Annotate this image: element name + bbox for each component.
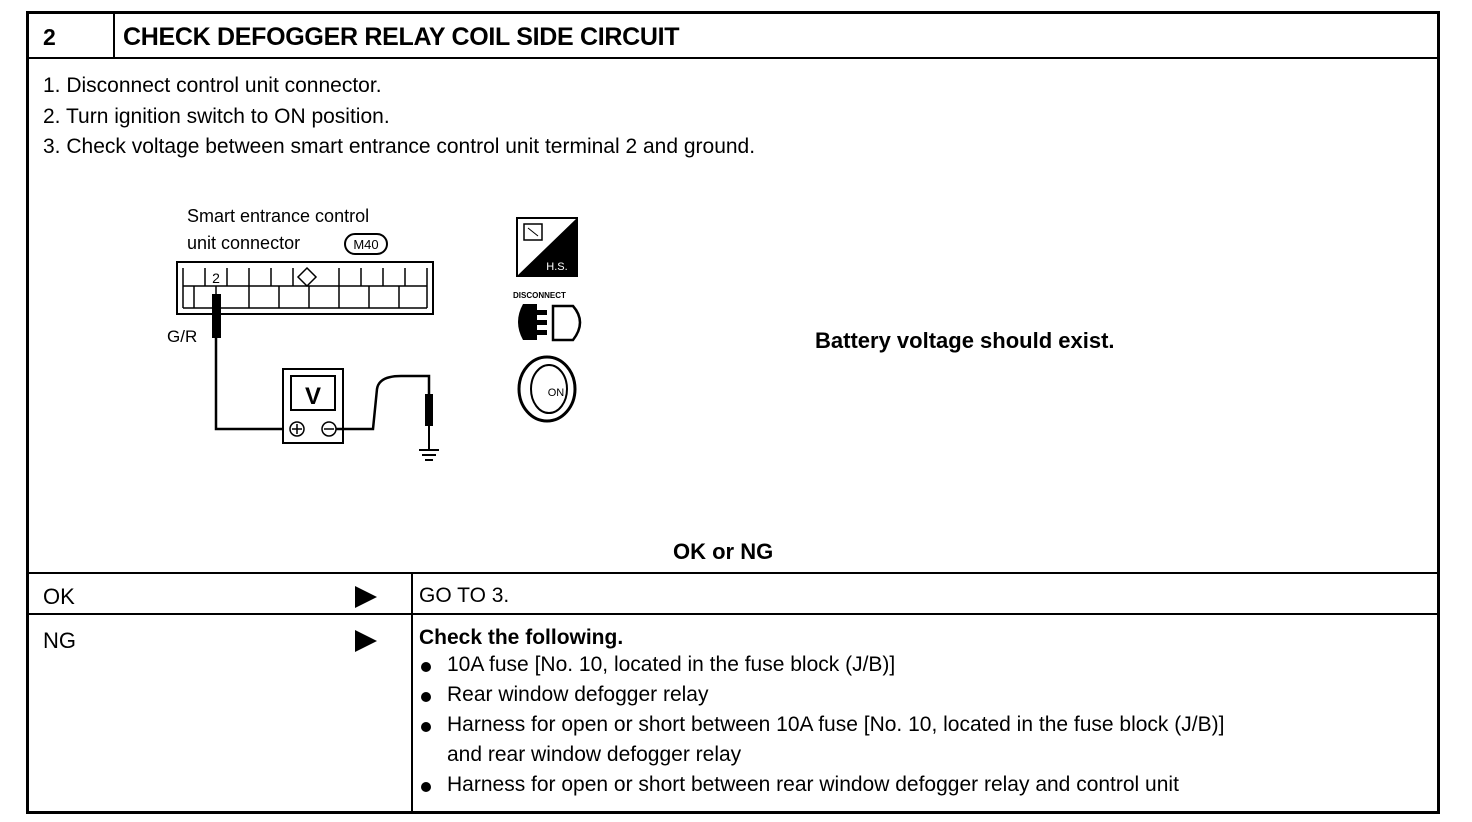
connector-diagram: Smart entrance control unit connector M4… [167, 206, 439, 461]
ng-check-item-continuation: and rear window defogger relay [447, 743, 742, 766]
disconnect-label: DISCONNECT [513, 291, 566, 300]
ng-check-item: Harness for open or short between 10A fu… [419, 710, 1224, 770]
connector-label-line2: unit connector [187, 233, 300, 253]
test-lead-positive [214, 338, 283, 431]
connector-body [176, 261, 434, 315]
ng-heading: Check the following. [419, 626, 624, 649]
harness-side-icon: H.S. [516, 217, 578, 277]
procedure-frame: 2 CHECK DEFOGGER RELAY COIL SIDE CIRCUIT… [26, 11, 1440, 814]
connector-terminal-grid [182, 266, 428, 309]
ignition-on-label: ON [548, 387, 565, 399]
wire-color-label: G/R [167, 327, 197, 346]
harness-side-label: H.S. [546, 261, 567, 273]
ng-action: Check the following. 10A fuse [No. 10, l… [419, 626, 1224, 800]
ng-label: NG [43, 628, 76, 653]
connector-id-badge [344, 233, 388, 255]
plus-terminal-icon [289, 421, 305, 437]
table-divider [29, 572, 1437, 574]
probe-negative [425, 394, 433, 426]
connector-id: M40 [353, 237, 378, 252]
step-title: CHECK DEFOGGER RELAY COIL SIDE CIRCUIT [123, 23, 680, 51]
ignition-on-icon: ON [517, 355, 577, 423]
condition-icons: H.S. DISCONNECT ON [513, 217, 582, 423]
expected-result: Battery voltage should exist. [815, 328, 1115, 353]
ground-icon [419, 449, 439, 461]
decision-prompt: OK or NG [673, 539, 774, 564]
ng-arrow-icon [355, 630, 377, 652]
terminal-number: 2 [212, 270, 220, 286]
test-lead-negative [336, 374, 431, 431]
ok-label: OK [43, 584, 75, 609]
disconnect-icon [518, 304, 582, 342]
ng-check-item: Harness for open or short between rear w… [419, 770, 1224, 800]
ng-check-item: 10A fuse [No. 10, located in the fuse bl… [419, 650, 1224, 680]
table-divider [29, 613, 1437, 615]
voltmeter-symbol: V [305, 383, 321, 410]
probe-positive [212, 294, 221, 338]
ok-arrow-icon [355, 586, 377, 608]
connector-label-line1: Smart entrance control [187, 206, 369, 226]
ng-check-item: Rear window defogger relay [419, 680, 1224, 710]
instruction-step-2: 2. Turn ignition switch to ON position. [43, 104, 390, 128]
instruction-list: 1. Disconnect control unit connector. 2.… [43, 71, 755, 163]
step-number: 2 [29, 14, 115, 57]
ng-check-item-text: Harness for open or short between 10A fu… [447, 713, 1225, 736]
ok-action: GO TO 3. [419, 584, 510, 607]
voltmeter-body [282, 368, 344, 444]
step-header: 2 CHECK DEFOGGER RELAY COIL SIDE CIRCUIT [29, 14, 1437, 59]
ng-check-list: 10A fuse [No. 10, located in the fuse bl… [419, 650, 1224, 800]
instruction-step-1: 1. Disconnect control unit connector. [43, 74, 382, 97]
table-column-divider [411, 574, 413, 811]
voltmeter-display [290, 375, 336, 411]
instruction-step-3: 3. Check voltage between smart entrance … [43, 135, 756, 158]
